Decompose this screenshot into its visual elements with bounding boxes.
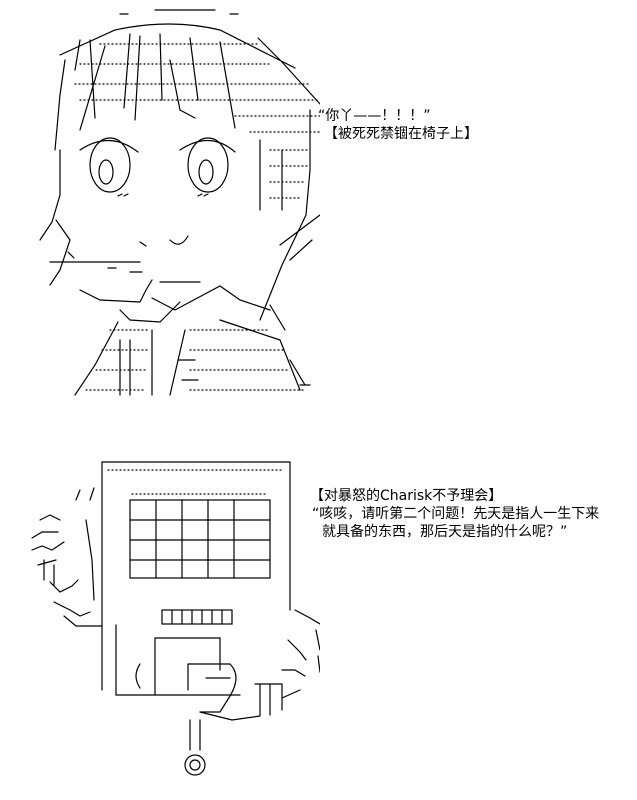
speech-line-2: 就具备的东西，那后天是指的什么呢？” [322, 524, 568, 540]
robot-with-microphone-ascii-art [31, 461, 320, 776]
speech-line: “你丫——！！！” [318, 108, 431, 124]
panel-bottom: 【对暴怒的Charisk不予理会】 “咳咳，请听第二个问题！先天是指人一生下来 … [0, 420, 637, 800]
panel-top: “你丫——！！！” 【被死死禁锢在椅子上】 [39, 9, 478, 396]
speech-line-1: “咳咳，请听第二个问题！先天是指人一生下来 [312, 506, 600, 522]
girl-tied-to-chair-ascii-art [39, 9, 320, 396]
narration-line: 【对暴怒的Charisk不予理会】 [310, 488, 503, 504]
narration-line: 【被死死禁锢在椅子上】 [324, 126, 478, 142]
